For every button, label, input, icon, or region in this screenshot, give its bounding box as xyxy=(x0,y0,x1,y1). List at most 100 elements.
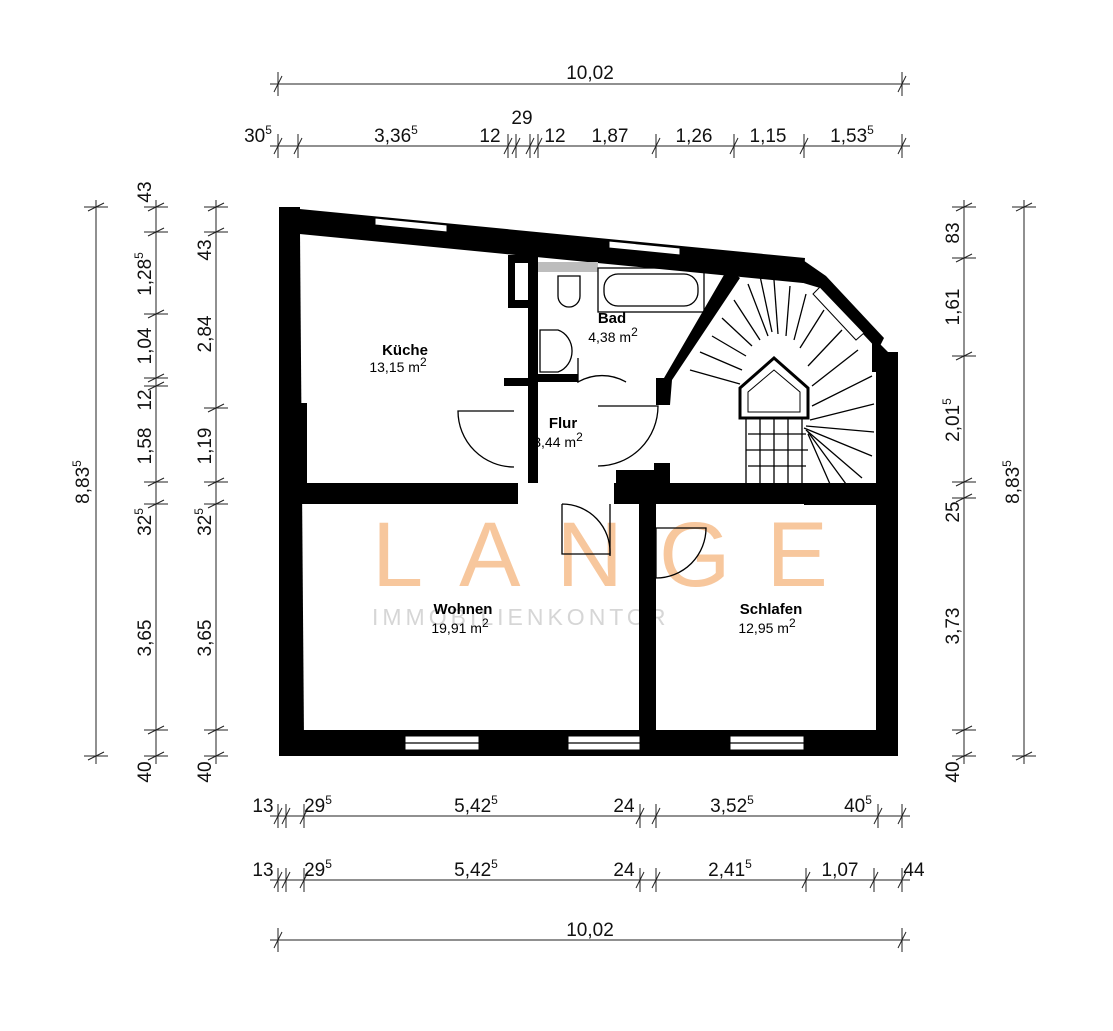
dim-bottom2-3: 24 xyxy=(613,860,635,881)
dim-bottom2-2: 5,425 xyxy=(454,857,498,881)
bathtub-icon xyxy=(597,267,705,313)
wall-bad-bottom xyxy=(538,374,578,382)
bathroom-fixtures xyxy=(538,262,705,373)
room-area-flur: 3,44 m2 xyxy=(533,430,583,450)
wall-kueche-niche-bottom xyxy=(508,300,530,308)
wall-middle-right-thick xyxy=(804,483,878,505)
dim-left-inner-5: 40 xyxy=(195,761,216,782)
dim-top-6: 1,15 xyxy=(750,126,787,147)
window-stairs xyxy=(812,286,865,341)
wall-flur-top-left xyxy=(504,378,534,386)
dim-right-inner-5: 40 xyxy=(943,761,964,782)
dim-left-inner-4: 3,65 xyxy=(195,620,216,657)
window-kueche xyxy=(374,217,448,233)
dim-top-2: 12 xyxy=(479,126,500,147)
dim-top-1: 3,365 xyxy=(374,123,418,147)
room-name-wohnen: Wohnen xyxy=(434,601,493,618)
dimension-labels-vertical: 8,835 43 1,285 1,04 12 1,58 325 3,65 40 … xyxy=(70,181,1024,782)
dim-right-total: 8,835 xyxy=(1000,460,1024,504)
stair-well-inner xyxy=(747,369,801,413)
dim-bottom-total: 10,02 xyxy=(566,920,614,941)
walls xyxy=(279,207,898,756)
wall-right xyxy=(876,352,898,756)
wall-left xyxy=(279,207,304,756)
room-name-kueche: Küche xyxy=(382,342,428,359)
dim-right-inner-0: 83 xyxy=(943,222,964,243)
dim-left-outer-1: 1,285 xyxy=(132,252,156,296)
dim-bottom1-5: 405 xyxy=(844,793,872,817)
room-area-bad: 4,38 m2 xyxy=(588,325,638,345)
watermark-subtitle: IMMOBILIENKONTOR xyxy=(372,604,669,630)
dimension-lines xyxy=(84,72,1036,952)
dim-left-outer-7: 40 xyxy=(135,761,156,782)
dim-top-29: 29 xyxy=(511,108,532,129)
dim-right-inner-4: 3,73 xyxy=(943,608,964,645)
dim-bottom1-0: 13 xyxy=(252,796,273,817)
dim-left-inner-3: 325 xyxy=(192,508,216,536)
dim-top-4: 1,87 xyxy=(592,126,629,147)
dim-bottom2-6: 44 xyxy=(903,860,925,881)
doors xyxy=(457,358,707,579)
dim-right-inner-1: 1,61 xyxy=(943,289,964,326)
dim-top-5: 1,26 xyxy=(676,126,713,147)
dim-bottom1-3: 24 xyxy=(613,796,635,817)
dim-bottom1-2: 5,425 xyxy=(454,793,498,817)
wall-left-jamb xyxy=(298,403,307,483)
watermark-brand: LANGE xyxy=(372,504,864,606)
dim-right-inner-3: 25 xyxy=(943,501,964,522)
dim-left-outer-0: 43 xyxy=(135,181,156,202)
dim-left-outer-4: 1,58 xyxy=(135,428,156,465)
dim-right-inner-2: 2,015 xyxy=(940,398,964,442)
dim-top-3: 12 xyxy=(544,126,565,147)
dim-bottom2-5: 1,07 xyxy=(822,860,859,881)
sink-icon xyxy=(539,329,573,373)
dim-left-outer-6: 3,65 xyxy=(135,620,156,657)
door-schlafen xyxy=(655,527,707,579)
wall-flur-niche xyxy=(616,470,656,484)
wall-corner-nw xyxy=(279,207,300,232)
dim-left-inner-1: 2,84 xyxy=(195,315,216,352)
room-name-schlafen: Schlafen xyxy=(740,601,803,618)
dim-left-total: 8,835 xyxy=(70,460,94,504)
dim-top-7: 1,535 xyxy=(830,123,874,147)
dim-bottom1-1: 295 xyxy=(304,793,332,817)
door-kueche xyxy=(457,410,515,468)
dim-left-outer-5: 325 xyxy=(132,508,156,536)
dim-bottom2-4: 2,415 xyxy=(708,857,752,881)
dim-bottom2-1: 295 xyxy=(304,857,332,881)
dim-top-0: 305 xyxy=(244,123,272,147)
windows xyxy=(374,217,865,751)
room-area-schlafen: 12,95 m2 xyxy=(738,616,796,636)
wall-kueche-niche xyxy=(508,255,515,307)
wall-bad-stairs xyxy=(656,268,740,405)
dim-left-inner-2: 1,19 xyxy=(195,428,216,465)
stair-steps xyxy=(689,275,875,485)
dim-left-outer-3: 12 xyxy=(135,389,156,410)
wall-flur-right xyxy=(654,463,670,485)
staircase xyxy=(689,275,875,485)
stair-well xyxy=(738,355,810,420)
dim-bottom2-0: 13 xyxy=(252,860,273,881)
door-bad xyxy=(577,358,627,384)
dim-left-inner-0: 43 xyxy=(195,239,216,260)
room-name-bad: Bad xyxy=(598,310,626,327)
window-bad xyxy=(608,240,681,256)
wall-northeast xyxy=(800,258,884,350)
dim-bottom1-4: 3,525 xyxy=(710,793,754,817)
shelf xyxy=(538,262,598,272)
dim-left-outer-2: 1,04 xyxy=(135,327,156,364)
room-area-kueche: 13,15 m2 xyxy=(369,355,427,375)
wall-vertical-center xyxy=(639,483,656,756)
toilet-icon xyxy=(557,275,581,308)
room-area-wohnen: 19,91 m2 xyxy=(431,616,489,636)
watermark: LANGE IMMOBILIENKONTOR xyxy=(372,504,864,630)
bathtub-basin xyxy=(603,273,699,307)
room-name-flur: Flur xyxy=(549,415,577,432)
dim-top-total: 10,02 xyxy=(566,63,614,84)
wall-middle-left xyxy=(300,483,518,504)
dimension-labels: 10,02 29 305 3,365 12 12 1,87 1,26 1,15 … xyxy=(244,63,925,941)
wall-kueche-bad xyxy=(528,255,538,483)
wall-kueche-bad-top xyxy=(508,255,530,263)
door-stairs xyxy=(597,405,659,467)
